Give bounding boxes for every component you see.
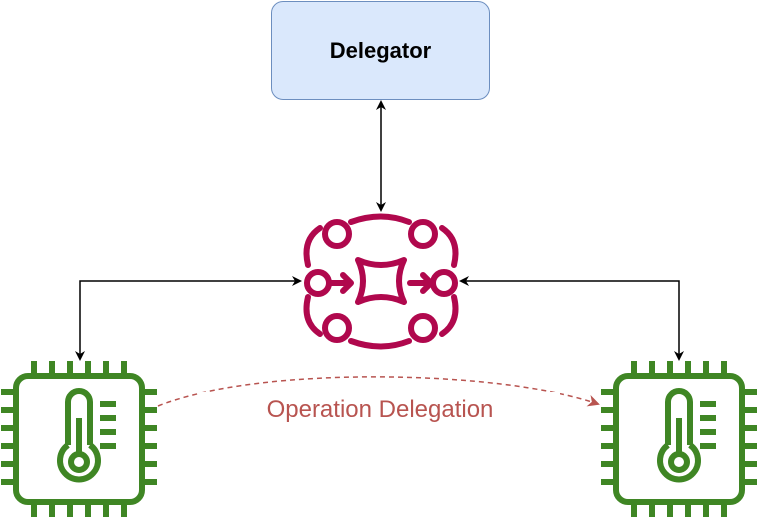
left-sensor-broker-connector [75,276,302,361]
delegator-node[interactable]: Delegator [271,1,490,100]
right-sensor-broker-connector [459,276,684,361]
operation-delegation-label: Operation Delegation [200,392,560,428]
thermometer-chip-icon [1,361,157,517]
operation-delegation-connector [157,376,600,407]
message-broker-hub-icon [303,213,459,350]
thermometer-chip-icon [601,361,757,517]
delegator-label: Delegator [329,37,432,63]
